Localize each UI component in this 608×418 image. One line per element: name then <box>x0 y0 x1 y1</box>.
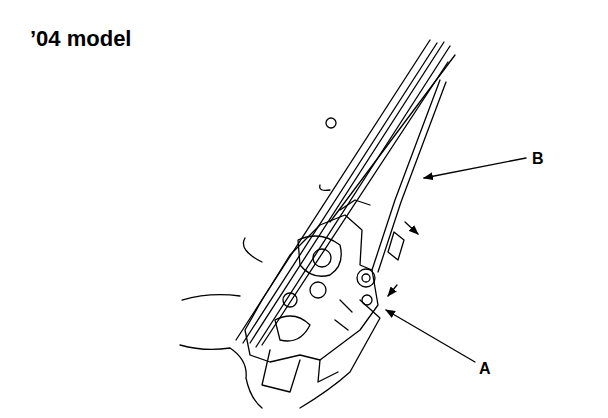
leader-line <box>386 310 475 362</box>
door-outline <box>300 300 380 408</box>
panel-edge <box>320 185 330 190</box>
cable <box>372 80 440 270</box>
rod <box>262 62 448 345</box>
panel-edge <box>243 238 262 262</box>
latch-detail <box>335 200 370 330</box>
cable-end <box>388 232 404 260</box>
latch-body <box>245 215 378 362</box>
latch-bracket <box>262 350 300 392</box>
leader-line <box>424 158 526 178</box>
latch-pivot <box>283 293 297 307</box>
figure-title: ’04 model <box>30 26 131 52</box>
rod <box>250 42 444 343</box>
rod <box>243 43 437 343</box>
direction-arrow <box>388 285 397 296</box>
latch-lever <box>298 236 341 276</box>
mount-hole <box>326 118 336 128</box>
callout-letter: B <box>532 150 544 168</box>
latch-part <box>275 316 310 341</box>
rod <box>256 46 450 347</box>
latch-bracket <box>318 360 338 382</box>
latch-pivot <box>313 249 331 267</box>
direction-arrow <box>405 222 418 234</box>
latch-pivot <box>310 282 326 298</box>
rod <box>330 55 455 222</box>
panel-edge <box>182 295 240 300</box>
callout-letter: A <box>479 360 491 378</box>
cable-eye <box>357 269 375 287</box>
cable <box>378 82 446 272</box>
cable-clip <box>362 295 372 305</box>
cable-eye <box>362 274 370 282</box>
